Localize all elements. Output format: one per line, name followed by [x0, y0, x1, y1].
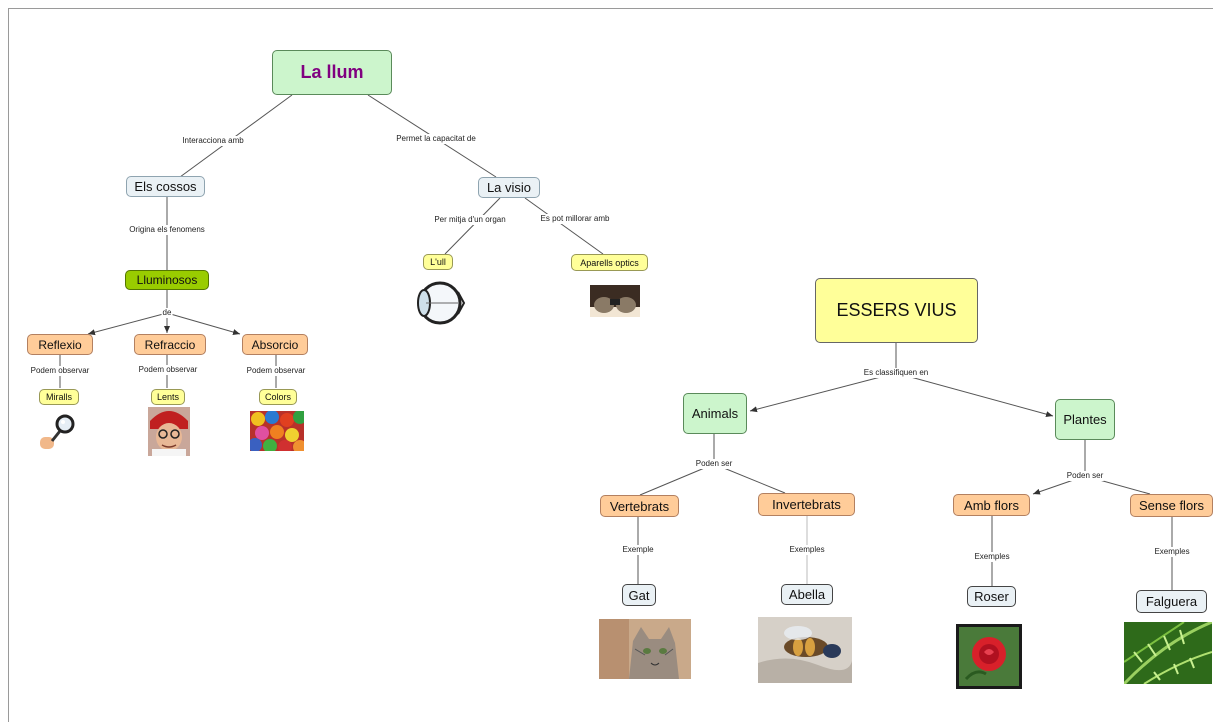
link-label-poden-ser-animals: Poden ser — [694, 459, 734, 469]
concept-miralls[interactable]: Miralls — [39, 389, 79, 405]
concept-absorcio[interactable]: Absorcio — [242, 334, 308, 355]
magnifier-image — [38, 413, 78, 451]
link-label-es-pot: Es pot millorar amb — [539, 214, 611, 224]
link-label-podem-absorcio: Podem observar — [245, 366, 307, 376]
concept-essers-vius[interactable]: ESSERS VIUS — [815, 278, 978, 343]
concept-roser[interactable]: Roser — [967, 586, 1016, 607]
colored-balls-image — [250, 411, 304, 451]
concept-sense-flors[interactable]: Sense flors — [1130, 494, 1213, 517]
link-visio-ull — [444, 197, 501, 255]
link-label-poden-ser-plantes: Poden ser — [1065, 471, 1105, 481]
concept-refraccio[interactable]: Refraccio — [134, 334, 206, 355]
concept-reflexio[interactable]: Reflexio — [27, 334, 93, 355]
link-classifiquen-plantes — [895, 372, 1054, 418]
link-label-per-mitja: Per mitja d'un organ — [433, 215, 507, 225]
concept-animals[interactable]: Animals — [683, 393, 747, 434]
concept-lull[interactable]: L'ull — [423, 254, 453, 270]
bee-photo — [758, 617, 852, 683]
concept-falguera[interactable]: Falguera — [1136, 590, 1207, 613]
link-classifiquen-animals — [749, 372, 897, 413]
child-with-glasses-image — [148, 407, 190, 456]
concept-vertebrats[interactable]: Vertebrats — [600, 495, 679, 517]
concept-colors[interactable]: Colors — [259, 389, 297, 405]
link-label-de: de — [161, 308, 173, 318]
link-label-classifiquen: Es classifiquen en — [862, 368, 930, 378]
concept-invertebrats[interactable]: Invertebrats — [758, 493, 855, 516]
link-label-permet: Permet la capacitat de — [395, 134, 477, 144]
concept-els-cossos[interactable]: Els cossos — [126, 176, 205, 197]
link-podenser-vertebrats — [639, 463, 715, 496]
link-label-exemples-invertebrats: Exemples — [788, 545, 826, 555]
concept-aparells-optics[interactable]: Aparells optics — [571, 254, 648, 271]
link-de-reflexio — [87, 312, 168, 336]
link-label-exemple: Exemple — [621, 545, 655, 555]
link-label-exemples-ambflors: Exemples — [973, 552, 1011, 562]
link-de-absorcio — [166, 312, 241, 335]
concept-abella[interactable]: Abella — [781, 584, 833, 605]
link-visio-aparells — [524, 197, 604, 255]
concept-amb-flors[interactable]: Amb flors — [953, 494, 1030, 516]
concept-lents[interactable]: Lents — [151, 389, 185, 405]
concept-la-llum[interactable]: La llum — [272, 50, 392, 95]
cat-photo — [599, 619, 691, 679]
concept-lluminosos[interactable]: Lluminosos — [125, 270, 209, 290]
link-label-exemples-senseflors: Exemples — [1153, 547, 1191, 557]
eye-diagram-image — [412, 278, 468, 326]
link-label-podem-refraccio: Podem observar — [137, 365, 199, 375]
canvas-frame — [8, 8, 1213, 722]
concept-la-visio[interactable]: La visio — [478, 177, 540, 198]
link-label-interacciona: Interacciona amb — [181, 136, 245, 146]
link-label-podem-reflexio: Podem observar — [29, 366, 91, 376]
fern-photo — [1124, 622, 1212, 684]
concept-gat[interactable]: Gat — [622, 584, 656, 606]
rose-photo — [956, 624, 1022, 689]
binoculars-image — [590, 285, 640, 317]
concept-plantes[interactable]: Plantes — [1055, 399, 1115, 440]
link-label-origina: Origina els fenomens — [128, 225, 206, 235]
